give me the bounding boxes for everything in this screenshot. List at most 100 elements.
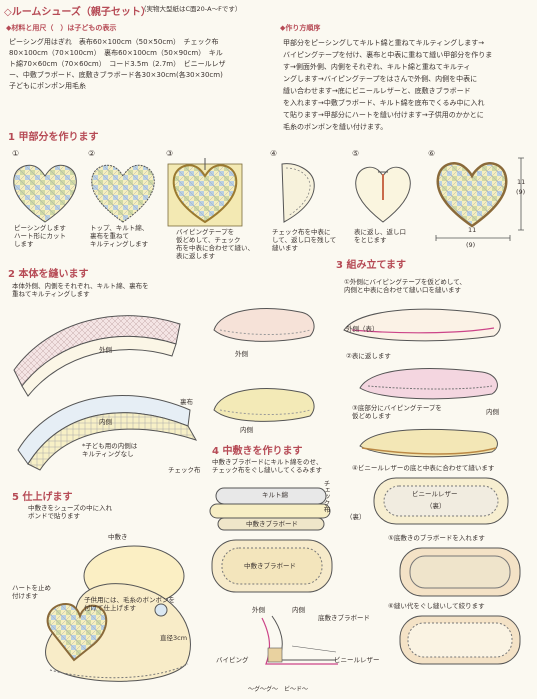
intro-line: ボンドで貼ります (28, 512, 80, 520)
caption-line: 内側と中表に合わせて縫い口を縫います (344, 286, 461, 294)
materials-line: ー、中敷ブラボード、底敷きブラボード各30×30cm(各30×30cm) (9, 71, 223, 79)
heart-pieced-illustration (13, 164, 77, 223)
insole-wrapped-illustration (211, 539, 333, 593)
step-6-number: ⑥ (428, 149, 436, 158)
caption-line: キルティングします (90, 240, 149, 248)
order-line: 毛糸のボンボンを縫い付けます。 (283, 123, 388, 131)
caption-line: して、返し口を残して (272, 236, 337, 244)
order-text: 甲部分をピーシングしてキルト綿と重ねてキルティングします→ バイピングテープを付… (283, 37, 535, 133)
piping-label: バイピング (216, 656, 249, 664)
title-note: （実物大型紙はC面20-A〜Fです） (140, 5, 242, 13)
back-side-label: （裏） (346, 513, 366, 521)
caption-line: 表に返し、返し口 (354, 228, 406, 236)
caption-line: します (14, 240, 34, 248)
caption-line: チェック布を中表に (272, 228, 331, 236)
heart-attach-note: ハートを止め 付けます (12, 584, 51, 600)
dimension-vertical-label: 11 (517, 178, 526, 186)
insole-layers-illustration (209, 487, 331, 531)
body-pieces-illustration (13, 315, 198, 471)
materials-line: ピーシング用はぎれ 表布60×100cm（50×50cm） チェック布 (9, 38, 219, 46)
note-line: *子ども用の内側は (82, 442, 138, 450)
assemble-step-3-caption: ③底部分にバイピングテープを 仮どめします (352, 404, 442, 420)
assemble-step-5-illustration (399, 547, 521, 597)
caption-line: をとじます (354, 236, 387, 244)
vinyl-leather-2-label: ビニールレザー (334, 656, 380, 664)
order-line: て貼ります→甲部分にハートを縫い付けます→子供用のかかとに (283, 111, 484, 119)
note-line: ハートを止め (12, 584, 51, 592)
assemble-step-1-illustration (343, 308, 501, 342)
materials-line: 80×100cm（70×100cm） 裏布60×100cm（50×90cm） キ… (9, 49, 223, 57)
caption-line: 仮どめします (352, 412, 391, 420)
caption-line: ①外側にバイピングテープを仮どめして、 (344, 278, 466, 286)
outer-label: 外側 (99, 346, 112, 354)
cross-section-illustration (261, 615, 338, 665)
caption-line: ハート形にカット (14, 232, 66, 240)
order-line: 縫い合わせます→底にビニールレザーと、底敷きブラボード (283, 87, 471, 95)
pompom-diameter-label: 直径3cm (160, 634, 188, 642)
check-fabric-vertical-label: チェック布 (322, 480, 330, 513)
caption-line: 布を中表に合わせて縫い、 (176, 244, 254, 252)
inner-label: 内側 (99, 418, 112, 426)
intro-line: 本体外側、内側をそれぞれ、キルト綿、裏布を (12, 282, 149, 290)
cross-outer-label: 外側 (252, 606, 265, 614)
assemble-step-2-caption: ②表に返します (346, 352, 391, 360)
dimension-horizontal-line (435, 235, 511, 241)
intro-line: 中敷きブラボードにキルト綿をのせ、 (212, 458, 323, 466)
assemble-step-2-illustration (359, 368, 498, 400)
assemble-step-4-caption: ④ビニールレザーの底と中表に合わせて縫います (352, 464, 495, 472)
section-4-intro: 中敷きブラボードにキルト綿をのせ、 チェック布をぐし縫いしてくるみます (212, 458, 323, 474)
kid-inner-note: *子ども用の内側は キルティングなし (82, 442, 137, 458)
dimension-vertical-kid-label: (9) (516, 188, 526, 196)
materials-line: ト綿70×60cm（70×60cm） コード3.5m（2.7m） ビニールレザ (9, 60, 226, 68)
note-line: 付けて仕上げます (84, 604, 136, 612)
section-3-heading: 3 組み立てます (336, 260, 406, 271)
order-line: バイピングテープを付け、裏布と中表に重ねて縫い甲部分を作りま (283, 51, 493, 59)
dimension-horizontal-label: 11 (468, 226, 477, 234)
assemble-step-6-illustration (399, 615, 521, 665)
order-line: ングします→バイピングテープをはさんで外側、内側を中表に (283, 75, 478, 83)
section-2-heading: 2 本体を縫います (8, 269, 89, 280)
heart-half-sewn-illustration (281, 163, 315, 223)
section-4-heading: 4 中敷きを作ります (212, 446, 303, 457)
materials-text: ピーシング用はぎれ 表布60×100cm（50×50cm） チェック布 80×1… (9, 37, 271, 92)
section-5-intro: 中敷きをシューズの中に入れ ボンドで貼ります (28, 504, 112, 520)
finished-shoe-illustration (45, 545, 191, 682)
sole-board-label: 底敷きブラボード (318, 614, 370, 622)
page-title: ◇ルームシューズ（親子セット） (4, 7, 151, 18)
step-2-number: ② (88, 149, 96, 158)
step-5-number: ⑤ (352, 149, 360, 158)
caption-line: 裏布を重ねて (90, 232, 129, 240)
caption-line: 表に返します (176, 252, 215, 260)
note-line: キルティングなし (82, 450, 134, 458)
step-1-number: ① (12, 149, 20, 158)
caption-line: トップ、キルト綿、 (90, 224, 149, 232)
assemble-step-5-caption: ⑤底敷きのブラボードを入れます (388, 534, 485, 542)
heart-finished-illustration (436, 162, 508, 228)
materials-line: 子どもにポンポン用毛糸 (9, 82, 86, 90)
caption-line: ③底部分にバイピングテープを (352, 404, 442, 412)
intro-line: 重ねてキルティングします (12, 290, 90, 298)
section-2-intro: 本体外側、内側をそれぞれ、キルト綿、裏布を 重ねてキルティングします (12, 282, 149, 298)
vinyl-sole-illustration (373, 477, 509, 525)
section-5-heading: 5 仕上げます (12, 492, 73, 503)
caption-line: 縫います (272, 244, 298, 252)
cross-inner-label: 内側 (292, 606, 305, 614)
vinyl-back-label: （裏） (426, 502, 446, 510)
insole-board-2-label: 中敷きブラボード (244, 562, 296, 570)
order-line: 甲部分をピーシングしてキルト綿と重ねてキルティングします→ (283, 39, 485, 47)
step-3-caption: バイピングテープを 仮どめして、チェック 布を中表に合わせて縫い、 表に返します (176, 228, 254, 260)
step-2-caption: トップ、キルト綿、 裏布を重ねて キルティングします (90, 224, 148, 248)
section-1-heading: 1 甲部分を作ります (8, 132, 99, 143)
check-fabric-label: チェック布 (168, 466, 201, 474)
outer-side-shoe-illustration (213, 308, 315, 342)
intro-line: チェック布をぐし縫いしてくるみます (212, 466, 322, 474)
dimension-vertical-line (518, 157, 524, 231)
bottom-margin-text: 〜グ〜グ〜 ビ〜ド〜 (248, 686, 309, 693)
heart-quilted-illustration (91, 164, 155, 223)
order-line: す→側面外側、内側をそれぞれ、キルト綿と重ねてキルティ (283, 63, 471, 71)
lining-label: 裏布 (180, 398, 193, 406)
caption-line: 仮どめして、チェック (176, 236, 241, 244)
intro-line: 中敷きをシューズの中に入れ (28, 504, 113, 512)
dimension-horizontal-kid-label: (9) (466, 241, 476, 249)
assemble-step-3-illustration (359, 428, 498, 458)
